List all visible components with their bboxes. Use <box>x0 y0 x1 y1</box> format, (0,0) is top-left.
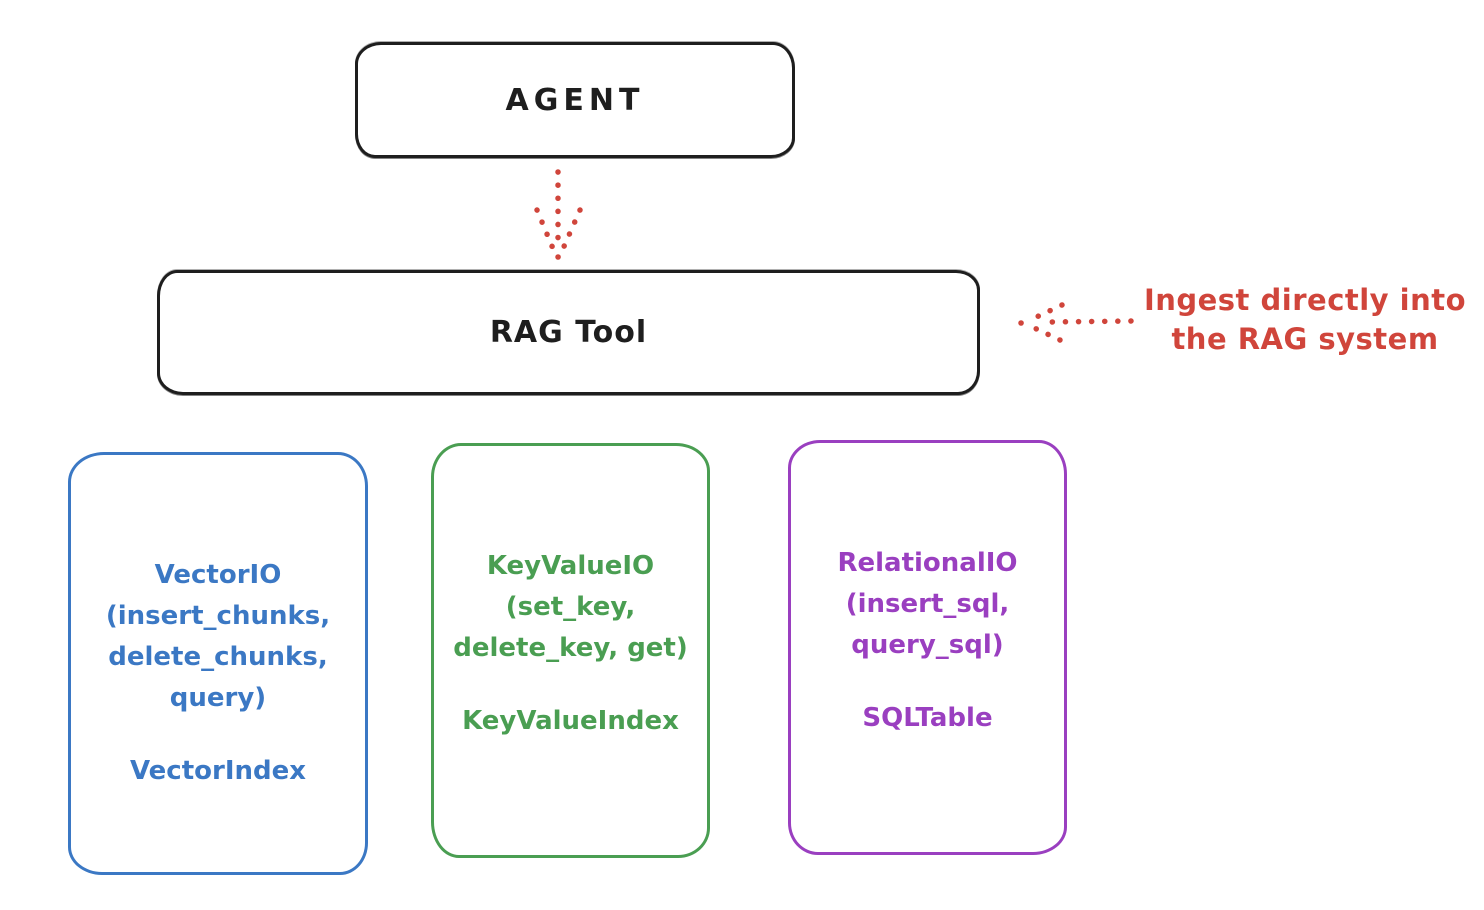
relational-io-line: RelationalIO <box>837 548 1018 578</box>
agent-to-ragtool-arrow-down-icon <box>534 169 583 260</box>
ingest-annotation-line2: the RAG system <box>1171 322 1439 356</box>
ingest-annotation: Ingest directly into the RAG system <box>1135 281 1475 359</box>
key-value-io-line: delete_key, get) <box>453 633 688 663</box>
rag-tool-box: RAG Tool <box>157 270 980 395</box>
agent-box: AGENT <box>355 42 795 158</box>
ingest-annotation-line1: Ingest directly into <box>1143 283 1467 317</box>
key-value-io-line: KeyValueIO <box>486 551 655 581</box>
relational-io-line: query_sql) <box>851 630 1004 660</box>
vector-io-box: VectorIO (insert_chunks, delete_chunks, … <box>68 452 368 875</box>
sql-table-label: SQLTable <box>862 703 993 733</box>
vector-index-label: VectorIndex <box>129 756 307 786</box>
vector-io-line: (insert_chunks, <box>105 601 331 631</box>
key-value-index-label: KeyValueIndex <box>462 706 679 736</box>
key-value-io-box: KeyValueIO (set_key, delete_key, get) Ke… <box>431 443 710 858</box>
vector-io-line: delete_chunks, <box>108 642 328 672</box>
relational-io-box: RelationalIO (insert_sql, query_sql) SQL… <box>788 440 1067 855</box>
vector-io-line: query) <box>169 683 267 713</box>
annotation-to-ragtool-arrow-left-icon <box>1018 302 1134 343</box>
relational-io-line: (insert_sql, <box>845 589 1010 619</box>
vector-io-line: VectorIO <box>154 560 282 590</box>
key-value-io-line: (set_key, <box>505 592 636 622</box>
rag-tool-label: RAG Tool <box>489 315 648 350</box>
agent-label: AGENT <box>505 82 645 118</box>
